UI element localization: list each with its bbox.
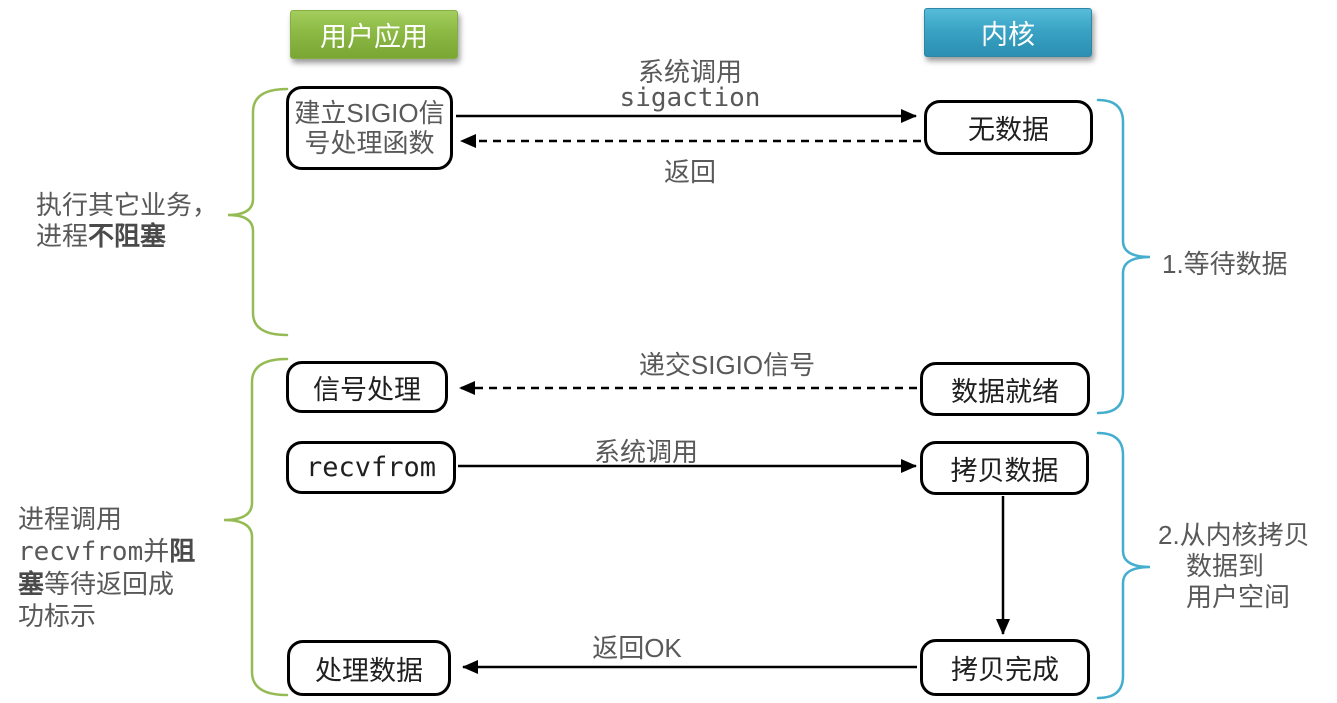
label-return: 返回 — [663, 157, 716, 187]
label-sigaction: sigaction — [619, 83, 761, 113]
note-line: 塞等待返回成 — [18, 568, 228, 600]
box-no-data: 无数据 — [924, 100, 1093, 155]
brace-non-blocking — [227, 87, 289, 337]
text-segment: 并 — [143, 536, 170, 566]
brace-blocking-wait — [223, 357, 289, 697]
note-blocking-wait: 进程调用 recvfrom并阻 塞等待返回成 功标示 — [18, 503, 228, 632]
box-setup-sigio-handler: 建立SIGIO信号处理函数 — [286, 86, 453, 170]
box-data-ready: 数据就绪 — [920, 362, 1090, 416]
note-line: 进程不阻塞 — [36, 221, 231, 252]
text-segment: 等待返回成 — [44, 569, 175, 599]
text-segment: 塞 — [18, 569, 45, 599]
note-line: 执行其它业务， — [36, 190, 231, 221]
note-line: 用户空间 — [1186, 582, 1291, 612]
box-copy-data-label: 拷贝数据 — [950, 455, 1059, 486]
note-line: 2.从内核拷贝 — [1158, 520, 1310, 550]
box-setup-sigio-handler-label: 建立SIGIO信号处理函数 — [294, 98, 445, 158]
label-syscall-recv: 系统调用 — [593, 437, 698, 467]
header-user-app-label: 用户应用 — [320, 22, 428, 52]
box-process-data: 处理数据 — [287, 640, 451, 696]
label-syscall-top: 系统调用 — [637, 57, 742, 87]
note-line: 进程调用 — [18, 503, 228, 535]
text-segment: 功标示 — [18, 601, 97, 631]
brace-copy-data — [1096, 431, 1151, 700]
box-signal-handler-label: 信号处理 — [313, 374, 421, 405]
note-line: 数据到 — [1186, 551, 1265, 581]
text-segment: 阻 — [169, 536, 196, 566]
box-recvfrom-label: recvfrom — [305, 452, 437, 483]
header-kernel: 内核 — [924, 8, 1092, 57]
box-recvfrom: recvfrom — [286, 441, 456, 494]
text-segment: recvfrom — [18, 537, 144, 567]
box-no-data-label: 无数据 — [968, 115, 1049, 145]
note-line: 功标示 — [18, 600, 228, 632]
label-return-ok: 返回OK — [592, 633, 682, 663]
note-line: 1.等待数据 — [1162, 249, 1288, 279]
text-segment: 执行其它业务， — [36, 190, 219, 220]
note-copy-to-user: 2.从内核拷贝 数据到 用户空间 — [1158, 520, 1310, 613]
text-segment: 不阻塞 — [88, 221, 167, 251]
box-copy-done-label: 拷贝完成 — [951, 655, 1059, 685]
text-segment: 进程调用 — [18, 504, 123, 534]
note-wait-data: 1.等待数据 — [1162, 244, 1288, 281]
note-non-blocking: 执行其它业务， 进程不阻塞 — [36, 190, 231, 252]
box-copy-done: 拷贝完成 — [920, 639, 1090, 696]
box-data-ready-label: 数据就绪 — [951, 376, 1059, 407]
box-signal-handler: 信号处理 — [286, 361, 448, 413]
box-process-data-label: 处理数据 — [315, 655, 423, 686]
brace-wait-data — [1096, 98, 1151, 415]
header-user-app: 用户应用 — [290, 10, 458, 59]
note-line: recvfrom并阻 — [18, 535, 228, 568]
label-deliver-sigio: 递交SIGIO信号 — [638, 350, 816, 380]
box-copy-data: 拷贝数据 — [920, 441, 1089, 495]
header-kernel-label: 内核 — [981, 20, 1035, 50]
text-segment: 进程 — [36, 221, 89, 251]
